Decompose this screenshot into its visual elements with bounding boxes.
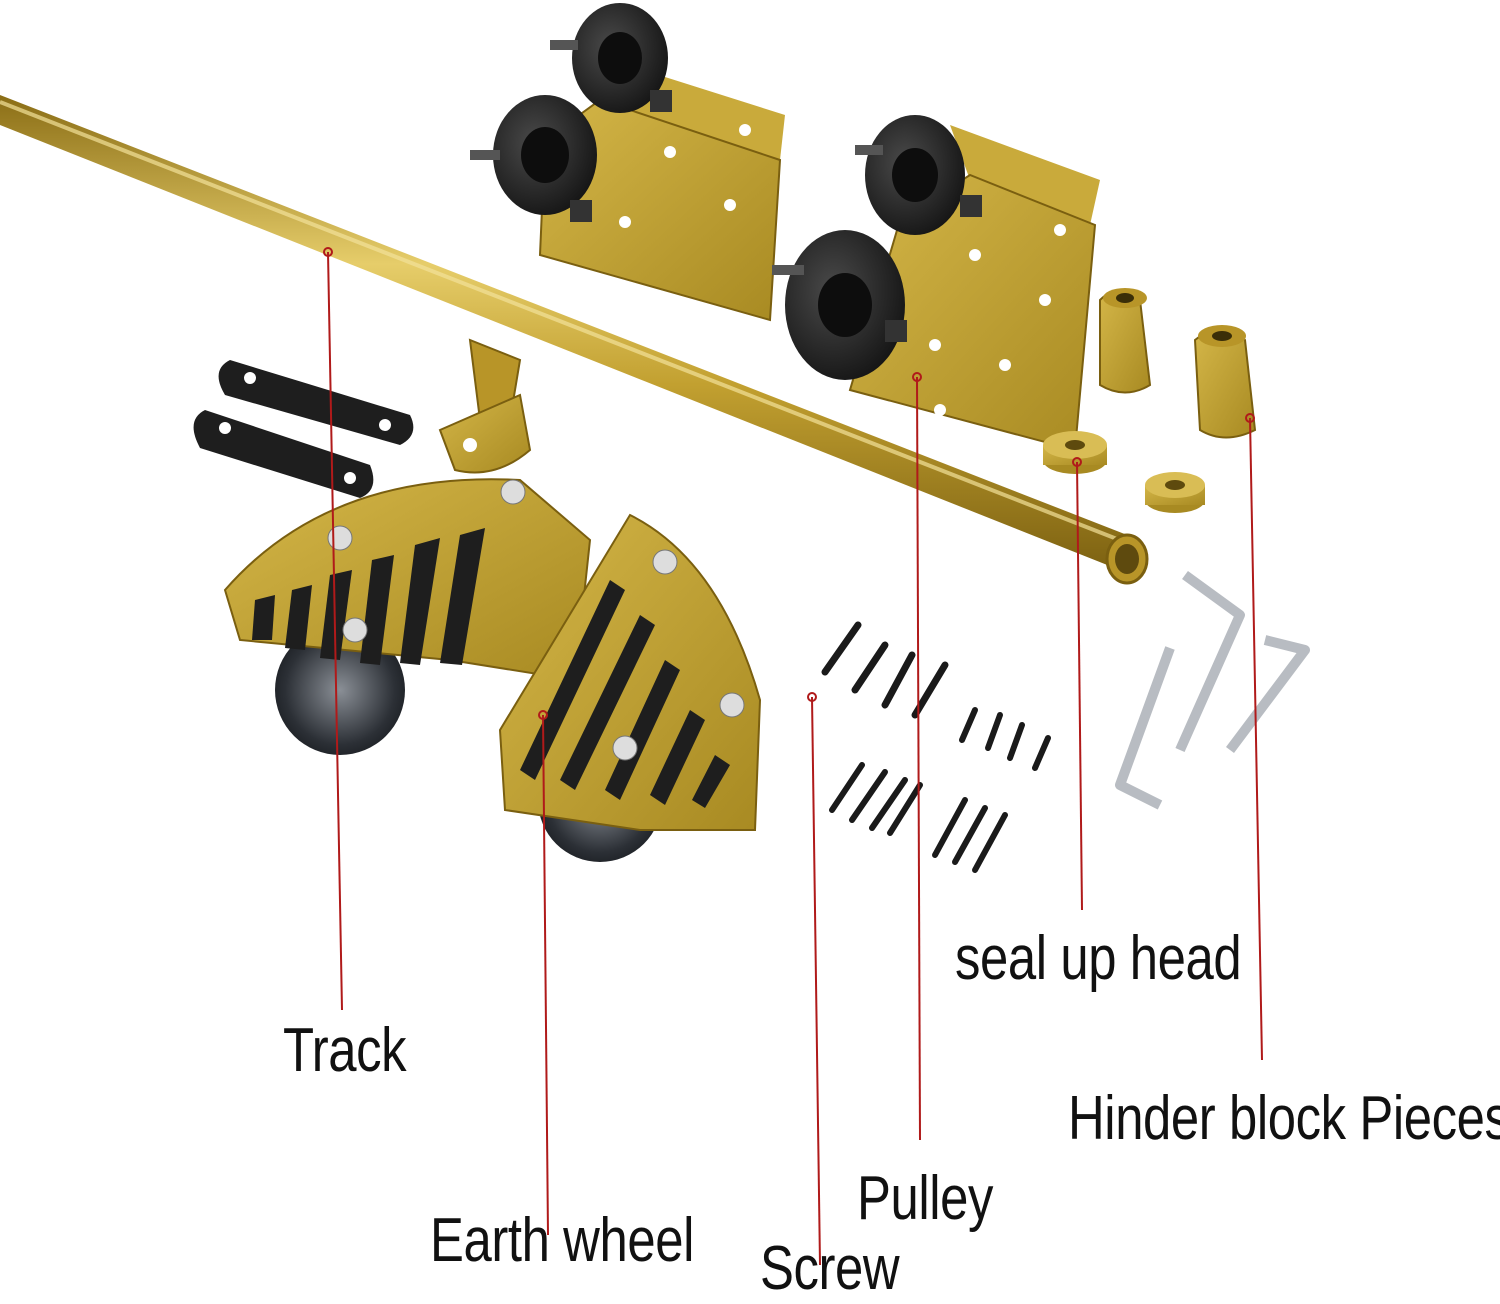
pulley-1 <box>470 3 785 322</box>
track-tube <box>0 95 1149 585</box>
label-track: Track <box>283 1016 407 1085</box>
label-seal-up-head: seal up head <box>955 924 1242 993</box>
seal-up-heads <box>1043 431 1205 513</box>
label-hinder-block-pieces: Hinder block Pieces <box>1068 1084 1500 1153</box>
label-pulley: Pulley <box>857 1164 994 1233</box>
earth-wheel-2 <box>498 513 762 862</box>
spacer-strips <box>193 360 414 498</box>
pulley-2 <box>772 115 1100 452</box>
screws <box>821 621 1051 873</box>
track-bracket <box>438 338 532 474</box>
label-earth-wheel: Earth wheel <box>430 1206 694 1275</box>
hinder-blocks <box>1099 288 1257 439</box>
allen-keys <box>1115 570 1310 810</box>
label-screw: Screw <box>760 1234 900 1303</box>
leader-lines <box>323 247 1263 1266</box>
earth-wheel-1 <box>223 478 592 755</box>
